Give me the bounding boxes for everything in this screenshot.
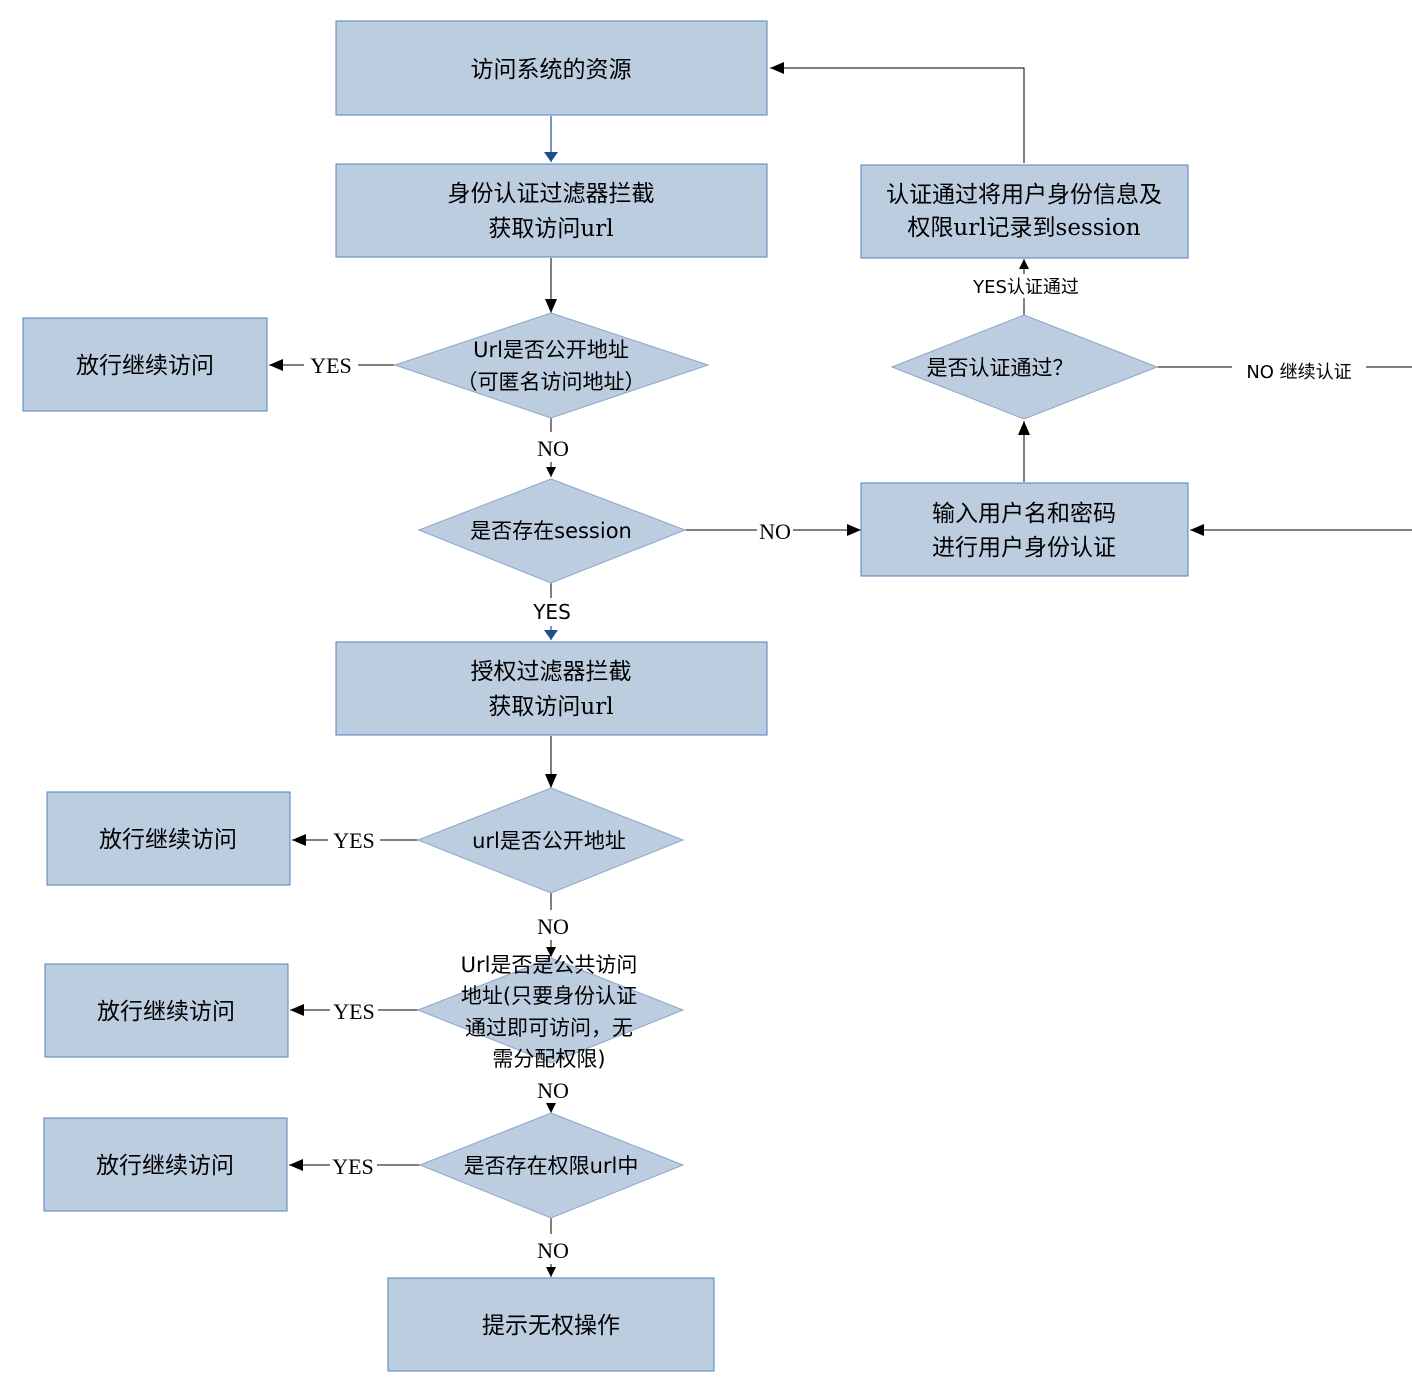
edge-label-public2-yes: YES <box>333 828 375 853</box>
node-auth-passed-q <box>890 314 1159 420</box>
connectors <box>269 62 1412 1277</box>
label-release-1: 放行继续访问 <box>76 353 214 379</box>
label-common-line1: Url是否是公共访问 <box>461 953 638 977</box>
label-no-permission: 提示无权操作 <box>482 1313 620 1339</box>
label-auth-passed-q: 是否认证通过？ <box>927 356 1074 380</box>
label-credentials-line1: 输入用户名和密码 <box>932 501 1116 527</box>
node-url-public-2 <box>416 787 685 894</box>
node-release-2 <box>46 791 291 886</box>
label-url-public-2: url是否公开地址 <box>472 829 626 853</box>
node-release-1 <box>22 317 268 412</box>
node-in-permission-urls <box>418 1112 685 1219</box>
node-auth-filter <box>335 163 768 258</box>
edge-label-session-no: NO <box>759 519 791 544</box>
label-release-3: 放行继续访问 <box>97 999 235 1025</box>
label-authz-filter-line1: 授权过滤器拦截 <box>471 659 632 685</box>
node-labels: 访问系统的资源 身份认证过滤器拦截 获取访问url Url是否公开地址 （可匿名… <box>76 57 1162 1339</box>
label-record-line2: 权限url记录到session <box>907 215 1140 241</box>
label-common-line3: 通过即可访问，无 <box>465 1016 633 1040</box>
node-no-permission <box>387 1277 715 1372</box>
label-session-exists: 是否存在session <box>470 519 632 543</box>
label-record-line1: 认证通过将用户身份信息及 <box>886 182 1162 208</box>
label-auth-filter-line2: 获取访问url <box>488 216 613 242</box>
label-auth-filter-line1: 身份认证过滤器拦截 <box>448 181 655 207</box>
label-access-resource: 访问系统的资源 <box>471 57 632 83</box>
edge-label-permission-yes: YES <box>332 1154 374 1179</box>
edge-label-permission-no: NO <box>537 1238 569 1263</box>
label-public-line1: Url是否公开地址 <box>473 338 629 362</box>
node-record-session <box>860 164 1189 259</box>
label-common-line4: 需分配权限) <box>492 1047 605 1071</box>
edge-label-session-yes: YES <box>532 600 571 624</box>
nodes <box>22 20 1189 1372</box>
node-access-resource <box>335 20 768 116</box>
edge-label-auth-no: NO 继续认证 <box>1246 362 1351 383</box>
label-authz-filter-line2: 获取访问url <box>488 694 613 720</box>
edge-label-common-no: NO <box>537 1078 569 1103</box>
label-in-permission-urls: 是否存在权限url中 <box>464 1154 639 1178</box>
node-input-credentials <box>860 482 1189 577</box>
node-authz-filter <box>335 641 768 736</box>
edge-label-auth-yes: YES认证通过 <box>972 277 1079 298</box>
node-release-4 <box>43 1117 288 1212</box>
edge-record-to-access <box>770 62 1025 163</box>
label-release-4: 放行继续访问 <box>96 1153 234 1179</box>
edge-label-common-yes: YES <box>333 999 375 1024</box>
label-public-line2: （可匿名访问地址） <box>457 370 646 394</box>
label-common-line2: 地址(只要身份认证 <box>461 984 637 1008</box>
label-credentials-line2: 进行用户身份认证 <box>932 535 1116 561</box>
edge-label-public-yes: YES <box>310 353 352 378</box>
edge-label-public-no: NO <box>537 436 569 461</box>
edge-label-public2-no: NO <box>537 914 569 939</box>
node-session-exists <box>417 478 687 584</box>
node-is-public-url <box>393 312 710 419</box>
node-is-common-url <box>416 957 685 1064</box>
label-release-2: 放行继续访问 <box>99 827 237 853</box>
node-release-3 <box>44 963 289 1058</box>
edge-labels: YES NO NO YES YES认证通过 NO 继续认证 YES NO YES… <box>310 277 1351 1263</box>
